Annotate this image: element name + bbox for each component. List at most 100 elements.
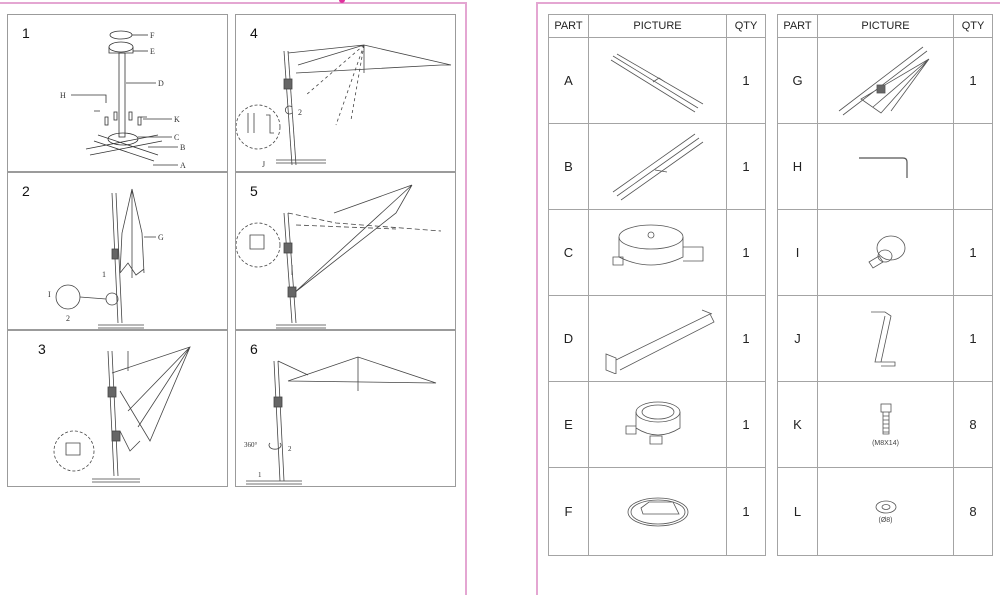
part-qty: 8 [953, 381, 993, 468]
table-row: A 1 [548, 37, 766, 124]
svg-text:360°: 360° [244, 441, 258, 449]
part-letter: G [777, 37, 818, 124]
part-qty: 1 [726, 295, 766, 382]
attach-canopy-illustration: G I 1 2 [48, 188, 164, 329]
svg-text:E: E [150, 47, 155, 56]
table-row: B 1 [548, 123, 766, 210]
rotating-base-icon [612, 224, 703, 265]
raise-canopy-illustration [53, 346, 191, 483]
header-part: PART [548, 14, 589, 38]
part-letter: H [777, 123, 818, 210]
table-row: G 1 [777, 37, 993, 124]
part-qty: 1 [953, 209, 993, 296]
part-qty: 1 [726, 209, 766, 296]
part-picture [817, 123, 954, 210]
page-top-mark [339, 0, 345, 3]
step-1-panel: 1 F E D H K C B A [7, 14, 228, 172]
left-page-border [0, 2, 467, 595]
step-3-panel: 3 [7, 330, 228, 487]
rotate-umbrella-illustration: 360° 2 1 [244, 356, 437, 485]
header-part: PART [777, 14, 818, 38]
part-picture [588, 467, 727, 556]
svg-text:K: K [174, 115, 180, 124]
svg-text:H: H [60, 91, 66, 100]
step-2-panel: 2 G I 1 2 [7, 172, 228, 330]
svg-text:F: F [150, 31, 155, 40]
part-qty: 1 [953, 37, 993, 124]
part-picture [588, 209, 727, 296]
crank-handle-icon [870, 311, 895, 366]
part-letter: F [548, 467, 589, 556]
crank-open-illustration: 2 J [236, 44, 452, 169]
svg-text:1: 1 [102, 270, 106, 279]
part-letter: C [548, 209, 589, 296]
part-letter: A [548, 37, 589, 124]
svg-text:B: B [180, 143, 185, 152]
header-picture: PICTURE [588, 14, 727, 38]
part-letter: K [777, 381, 818, 468]
header-qty: QTY [953, 14, 993, 38]
step-number: 6 [250, 341, 258, 357]
step-5-panel: 5 [235, 172, 456, 330]
part-picture [817, 209, 954, 296]
base-bar-notched-icon [612, 133, 703, 200]
table-row: F 1 [548, 467, 766, 556]
svg-text:2: 2 [288, 445, 292, 453]
part-letter: B [548, 123, 589, 210]
svg-text:2: 2 [298, 108, 302, 117]
part-qty [953, 123, 993, 210]
bolt-icon [880, 403, 891, 435]
part-spec-note: (M8X14) [872, 440, 899, 447]
part-qty: 1 [726, 467, 766, 556]
header-picture: PICTURE [817, 14, 954, 38]
step-number: 1 [22, 25, 30, 41]
part-letter: L [777, 467, 818, 556]
part-letter: E [548, 381, 589, 468]
svg-text:A: A [180, 161, 186, 170]
washer-icon [875, 500, 896, 514]
step-number: 5 [250, 183, 258, 199]
step-number: 3 [38, 341, 46, 357]
table-row: J 1 [777, 295, 993, 382]
part-picture [588, 381, 727, 468]
part-letter: J [777, 295, 818, 382]
step-6-panel: 6 360° 2 1 [235, 330, 456, 487]
base-assembly-illustration: F E D H K C B A [60, 30, 186, 170]
table-row: L (Ø8) 8 [777, 467, 993, 556]
part-qty: 1 [726, 37, 766, 124]
svg-text:G: G [158, 233, 164, 242]
table-row: C 1 [548, 209, 766, 296]
svg-text:C: C [174, 133, 179, 142]
table-row: I 1 [777, 209, 993, 296]
parts-table-left: PART PICTURE QTY A 1 B 1 C 1 D [548, 14, 766, 556]
part-picture [817, 37, 954, 124]
table-row: E 1 [548, 381, 766, 468]
tilt-canopy-illustration [236, 184, 442, 329]
part-picture [588, 123, 727, 210]
part-qty: 1 [726, 123, 766, 210]
table-row: H [777, 123, 993, 210]
pole-cap-icon [625, 401, 680, 444]
part-picture [817, 295, 954, 382]
part-picture [588, 295, 727, 382]
step-number: 2 [22, 183, 30, 199]
part-qty: 1 [953, 295, 993, 382]
svg-text:2: 2 [66, 314, 70, 323]
part-qty: 8 [953, 467, 993, 556]
part-picture [588, 37, 727, 124]
part-picture: (M8X14) [817, 381, 954, 468]
part-letter: D [548, 295, 589, 382]
svg-text:1: 1 [258, 471, 262, 479]
part-qty: 1 [726, 381, 766, 468]
step-number: 4 [250, 25, 258, 41]
umbrella-canopy-icon [838, 46, 929, 115]
svg-text:D: D [158, 79, 164, 88]
cover-ring-icon [627, 497, 688, 526]
svg-text:I: I [48, 290, 51, 299]
table-row: D 1 [548, 295, 766, 382]
parts-table-right: PART PICTURE QTY G 1 H I 1 J [777, 14, 993, 556]
table-row: K (M8X14) 8 [777, 381, 993, 468]
part-letter: I [777, 209, 818, 296]
step-4-panel: 4 2 J [235, 14, 456, 172]
part-picture: (Ø8) [817, 467, 954, 556]
